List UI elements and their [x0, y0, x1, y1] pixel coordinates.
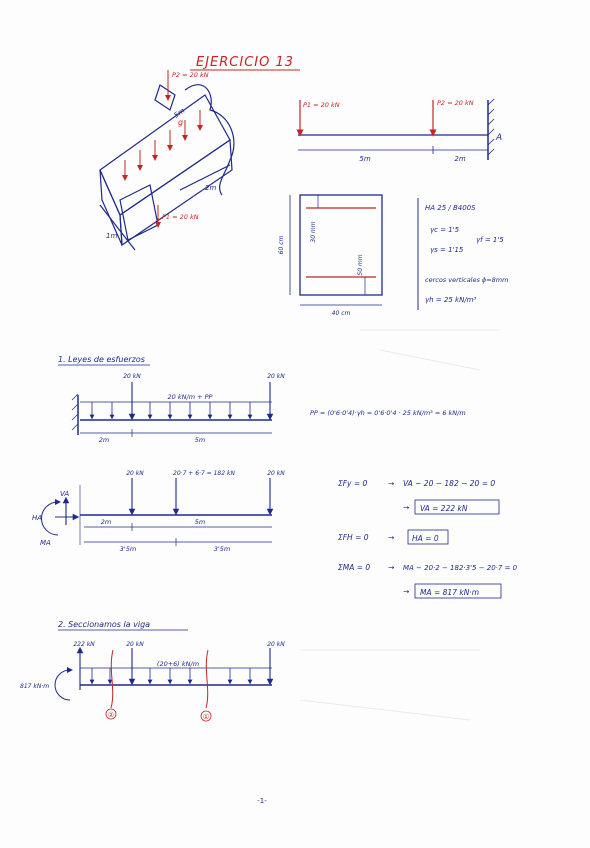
- fbd-span-35b: 3'5m: [214, 545, 230, 553]
- section-width: 40 cm: [332, 310, 351, 317]
- perspective-dist-load: g: [178, 118, 183, 127]
- section-cover-top: 30 mm: [310, 221, 317, 242]
- fbd-span-2: 2m: [101, 518, 111, 526]
- section1-heading: 1. Leyes de esfuerzos: [58, 355, 145, 364]
- section-height: 60 cm: [278, 236, 285, 255]
- cantilever-support-label: A: [495, 133, 502, 143]
- cantilever-p1-label: P1 = 20 kN: [303, 101, 340, 109]
- materials-gamma-c: γc = 1'5: [430, 226, 460, 234]
- eq-fy: ΣFy = 0: [338, 479, 368, 488]
- cut-beam-load-end: 20 kN: [267, 641, 285, 648]
- section2-heading: 2. Seccionamos la viga: [58, 620, 150, 629]
- eq-ma: ΣMA = 0: [338, 563, 370, 572]
- fbd-ma: MA: [40, 539, 51, 547]
- cut-beam: [54, 646, 274, 722]
- beam1-load-right: 20 kN: [267, 373, 285, 380]
- cut-beam-ma: 817 kN·m: [20, 683, 49, 690]
- materials-gamma-s: γs = 1'15: [430, 246, 464, 254]
- fbd-va: VA: [60, 490, 69, 498]
- faint-background-marks: [299, 329, 500, 721]
- eq-ma-result: MA = 817 kN·m: [420, 588, 479, 597]
- materials-stirrups: cercos verticales ϕ=8mm: [425, 276, 508, 284]
- perspective-p1-label: P1 = 20 kN: [162, 213, 199, 221]
- eq-fy-result: VA = 222 kN: [420, 504, 468, 513]
- section-cover-bottom: 50 mm: [357, 254, 364, 275]
- fbd-load-resultant: 20·7 + 6·7 = 182 kN: [173, 470, 235, 477]
- exercise-title: EJERCICIO 13: [196, 55, 294, 70]
- cut-beam-load-mid: 20 kN: [126, 641, 144, 648]
- free-body-diagram: [41, 478, 274, 546]
- materials-gamma-f: γf = 1'5: [476, 236, 504, 244]
- eq-fy-arrow: →: [388, 479, 394, 488]
- beam1-load-left: 20 kN: [123, 373, 141, 380]
- cantilever-p2-label: P2 = 20 kN: [437, 99, 474, 107]
- eq-fh: ΣFH = 0: [338, 533, 369, 542]
- perspective-span-2: 2m: [205, 184, 216, 192]
- eq-ma-arrow: →: [388, 563, 394, 572]
- loaded-beam-1: [71, 382, 274, 437]
- beam1-dist-label: 20 kN/m + PP: [168, 393, 213, 401]
- eq-fy-rhs: VA − 20 − 182 − 20 = 0: [403, 479, 495, 488]
- cantilever-sketch: [296, 98, 495, 160]
- perspective-p2-label: P2 = 20 kN: [172, 71, 209, 79]
- cut-beam-va: 222 kN: [73, 641, 95, 648]
- fbd-load-end: 20 kN: [267, 470, 285, 477]
- cut-beam-dist-label: (20+6) kN/m: [157, 660, 199, 668]
- eq-ma-arrow-2: →: [403, 587, 409, 596]
- perspective-span-5: 5m: [173, 107, 187, 120]
- equilibrium-equations: ΣFy = 0 → VA − 20 − 182 − 20 = 0 → VA = …: [338, 479, 518, 599]
- perspective-load-arrows: [122, 70, 203, 228]
- fbd-span-35a: 3'5m: [120, 545, 136, 553]
- fbd-load-1: 20 kN: [126, 470, 144, 477]
- fbd-span-5: 5m: [195, 518, 205, 526]
- cross-section: [289, 194, 383, 306]
- fbd-ha: HA: [32, 514, 42, 522]
- eq-ma-rhs: MA − 20·2 − 182·3'5 − 20·7 = 0: [403, 564, 518, 572]
- beam1-span-5: 5m: [195, 436, 205, 444]
- page-number: -1-: [257, 797, 267, 805]
- cut-marker-1: ①: [203, 713, 209, 721]
- eq-fy-arrow-2: →: [403, 503, 409, 512]
- cantilever-span-2: 2m: [454, 155, 465, 163]
- eq-fh-result: HA = 0: [412, 534, 439, 543]
- self-weight-equation: PP = (0'6·0'4)·γh = 0'6·0'4 · 25 kN/m³ =…: [310, 409, 466, 417]
- eq-fh-arrow: →: [388, 533, 394, 542]
- cantilever-span-5: 5m: [359, 155, 370, 163]
- materials-concrete-steel: HA 25 / B400S: [425, 204, 476, 212]
- materials-gamma-h: γh = 25 kN/m³: [425, 296, 476, 304]
- cut-marker-2: ②: [108, 711, 114, 719]
- perspective-dim-1: 1m: [106, 232, 117, 240]
- beam-perspective: [99, 84, 235, 251]
- beam1-span-2: 2m: [99, 436, 109, 444]
